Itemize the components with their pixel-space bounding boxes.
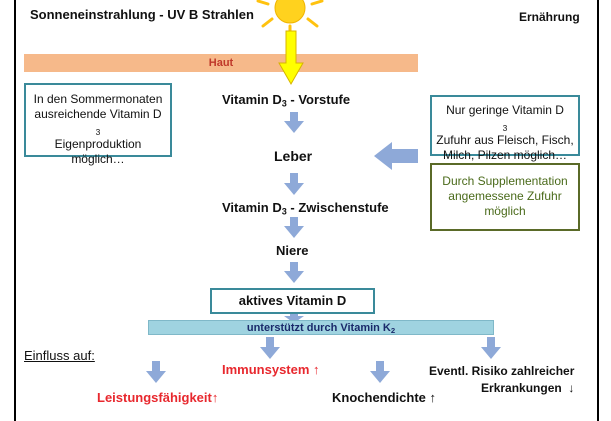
influence-arrow-performance: [146, 361, 166, 383]
summer-production-note: In den Sommermonaten ausreichende Vitami…: [24, 83, 172, 166]
nutrition-arrow: [374, 142, 418, 170]
flow-arrow-5: [284, 310, 304, 323]
precursor-label: Vitamin D3 - Vorstufe: [222, 92, 351, 109]
flow-arrow-2: [284, 173, 304, 195]
influence-arrow-immune: [260, 337, 280, 359]
immune-label: Immunsystem ↑: [222, 362, 320, 377]
down-arrow-icon: ↓: [568, 381, 575, 395]
support-band: unterstützt durch Vitamin K2: [148, 320, 494, 335]
intermediate-label: Vitamin D3 - Zwischenstufe: [222, 200, 389, 217]
liver-label: Leber: [274, 148, 313, 164]
up-arrow-icon: ↑: [429, 390, 437, 405]
support-band-label: unterstützt durch Vitamin K2: [246, 322, 396, 335]
influence-arrow-bone: [370, 361, 390, 383]
kidney-label: Niere: [276, 243, 309, 258]
diet-note-line3: Milch, Pilzen möglich…: [442, 148, 568, 162]
supplement-note-line1: Durch Supplementation: [442, 174, 568, 188]
disease-risk-line2: Erkrankungen ↓: [481, 381, 575, 395]
flow-arrow-3: [284, 217, 304, 238]
disease-risk-label: Eventl. Risiko zahlreicher Erkrankungen …: [429, 363, 574, 397]
right-frame-line: [597, 0, 599, 421]
influence-arrow-risk: [481, 337, 501, 359]
bone-density-label: Knochendichte ↑: [332, 390, 437, 405]
influence-label: Einfluss auf:: [24, 348, 95, 363]
diet-note-line2: Zufuhr aus Fleisch, Fisch,: [436, 133, 574, 147]
flow-arrow-4: [284, 262, 304, 283]
sun-title: Sonneneinstrahlung - UV B Strahlen: [30, 7, 254, 22]
skin-band-label: Haut: [208, 57, 234, 69]
supplement-note-line3: möglich: [484, 204, 526, 218]
disease-risk-line1: Eventl. Risiko zahlreicher: [429, 364, 575, 378]
uvb-arrow: [278, 30, 304, 86]
performance-label: Leistungsfähigkeit↑: [97, 390, 219, 405]
up-arrow-icon: ↑: [313, 362, 320, 377]
skin-band: Haut: [24, 54, 418, 72]
up-arrow-icon: ↑: [211, 390, 219, 405]
left-frame-line: [14, 0, 16, 421]
flow-arrow-1: [284, 112, 304, 133]
summer-note-line1: In den Sommermonaten: [33, 92, 163, 106]
nutrition-title: Ernährung: [519, 10, 580, 24]
supplement-note-line2: angemessene Zufuhr: [448, 189, 562, 203]
summer-note-line4: möglich…: [71, 152, 125, 166]
supplementation-note: Durch Supplementation angemessene Zufuhr…: [430, 163, 580, 231]
active-vitamin-d-box: aktives Vitamin D3: [210, 288, 375, 331]
summer-note-line3: Eigenproduktion: [54, 137, 142, 151]
sun-icon: [256, 0, 324, 34]
